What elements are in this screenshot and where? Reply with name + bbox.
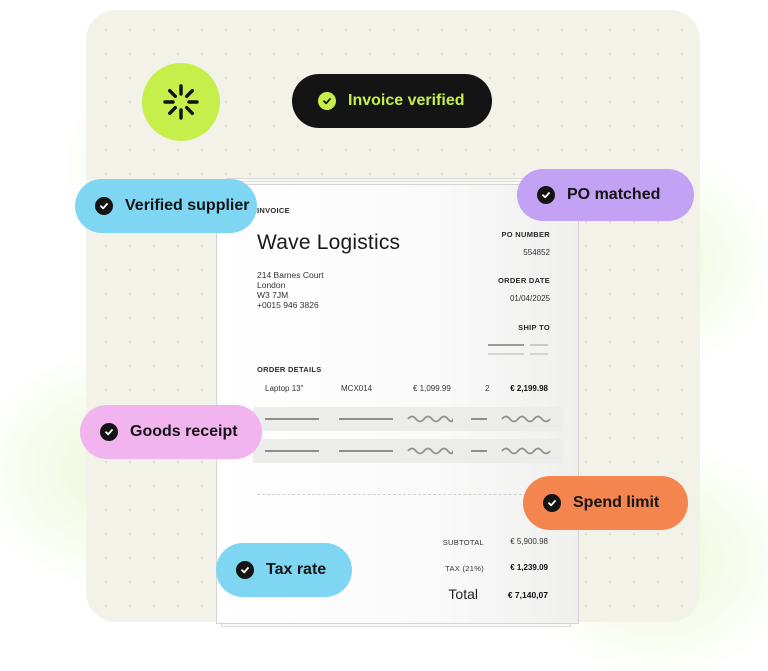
order-date-value: 01/04/2025 [509,294,550,303]
subtotal-value: € 5,900.98 [510,537,548,546]
item-total: € 2,199.98 [510,384,548,393]
check-circle-icon [236,561,254,579]
check-circle-icon [100,423,118,441]
address-line: London [257,280,286,290]
goods-receipt-label: Goods receipt [130,423,238,440]
invoice-verified-badge: Invoice verified [292,74,492,128]
squiggle-line [407,415,453,423]
processing-badge [142,63,220,141]
divider [257,494,562,495]
goods-receipt-badge: Goods receipt [80,405,262,459]
verified-supplier-label: Verified supplier [125,197,250,214]
po-matched-badge: PO matched [517,169,694,221]
total-value: € 7,140,07 [507,590,548,600]
squiggle-line [407,447,453,455]
tax-label: TAX (21%) [445,564,484,573]
invoice-verified-label: Invoice verified [348,92,465,109]
placeholder-line [530,344,548,346]
spend-limit-badge: Spend limit [523,476,688,530]
item-sku: MCX014 [341,384,373,393]
item-unit-price: € 1,099.99 [413,384,451,393]
item-quantity: 2 [485,384,490,393]
check-circle-icon [95,197,113,215]
loading-spinner-icon [163,84,199,120]
ship-to-label: SHIP TO [518,323,550,332]
check-circle-icon [543,494,561,512]
address-line: W3 7JM [257,290,289,300]
squiggle-line [501,447,551,455]
placeholder-line [265,418,319,420]
po-number-label: PO NUMBER [501,230,550,239]
tax-rate-label: Tax rate [266,561,327,578]
item-name: Laptop 13" [265,384,304,393]
po-number-value: 554852 [523,248,550,257]
invoice-document: INVOICE Wave Logistics 214 Barnes Court … [216,184,579,624]
placeholder-line [339,450,393,452]
spend-limit-label: Spend limit [573,494,660,511]
order-date-label: ORDER DATE [497,276,550,285]
total-label: Total [448,586,478,602]
placeholder-row [253,439,563,463]
placeholder-line [471,418,487,420]
address-line: 214 Barnes Court [257,270,324,280]
placeholder-line [488,344,524,346]
invoice-heading: INVOICE [257,206,290,215]
placeholder-line [339,418,393,420]
placeholder-line [471,450,487,452]
company-name: Wave Logistics [257,231,401,254]
tax-rate-badge: Tax rate [216,543,352,597]
check-circle-icon [537,186,555,204]
placeholder-line [488,353,524,355]
squiggle-line [501,415,551,423]
subtotal-label: SUBTOTAL [442,538,484,547]
tax-value: € 1,239.09 [510,563,548,572]
placeholder-line [265,450,319,452]
order-details-label: ORDER DETAILS [257,365,322,374]
check-circle-icon [318,92,336,110]
verified-supplier-badge: Verified supplier [75,179,257,233]
po-matched-label: PO matched [567,186,661,203]
phone-number: +0015 946 3826 [257,300,319,310]
placeholder-line [530,353,548,355]
placeholder-row [253,407,563,431]
